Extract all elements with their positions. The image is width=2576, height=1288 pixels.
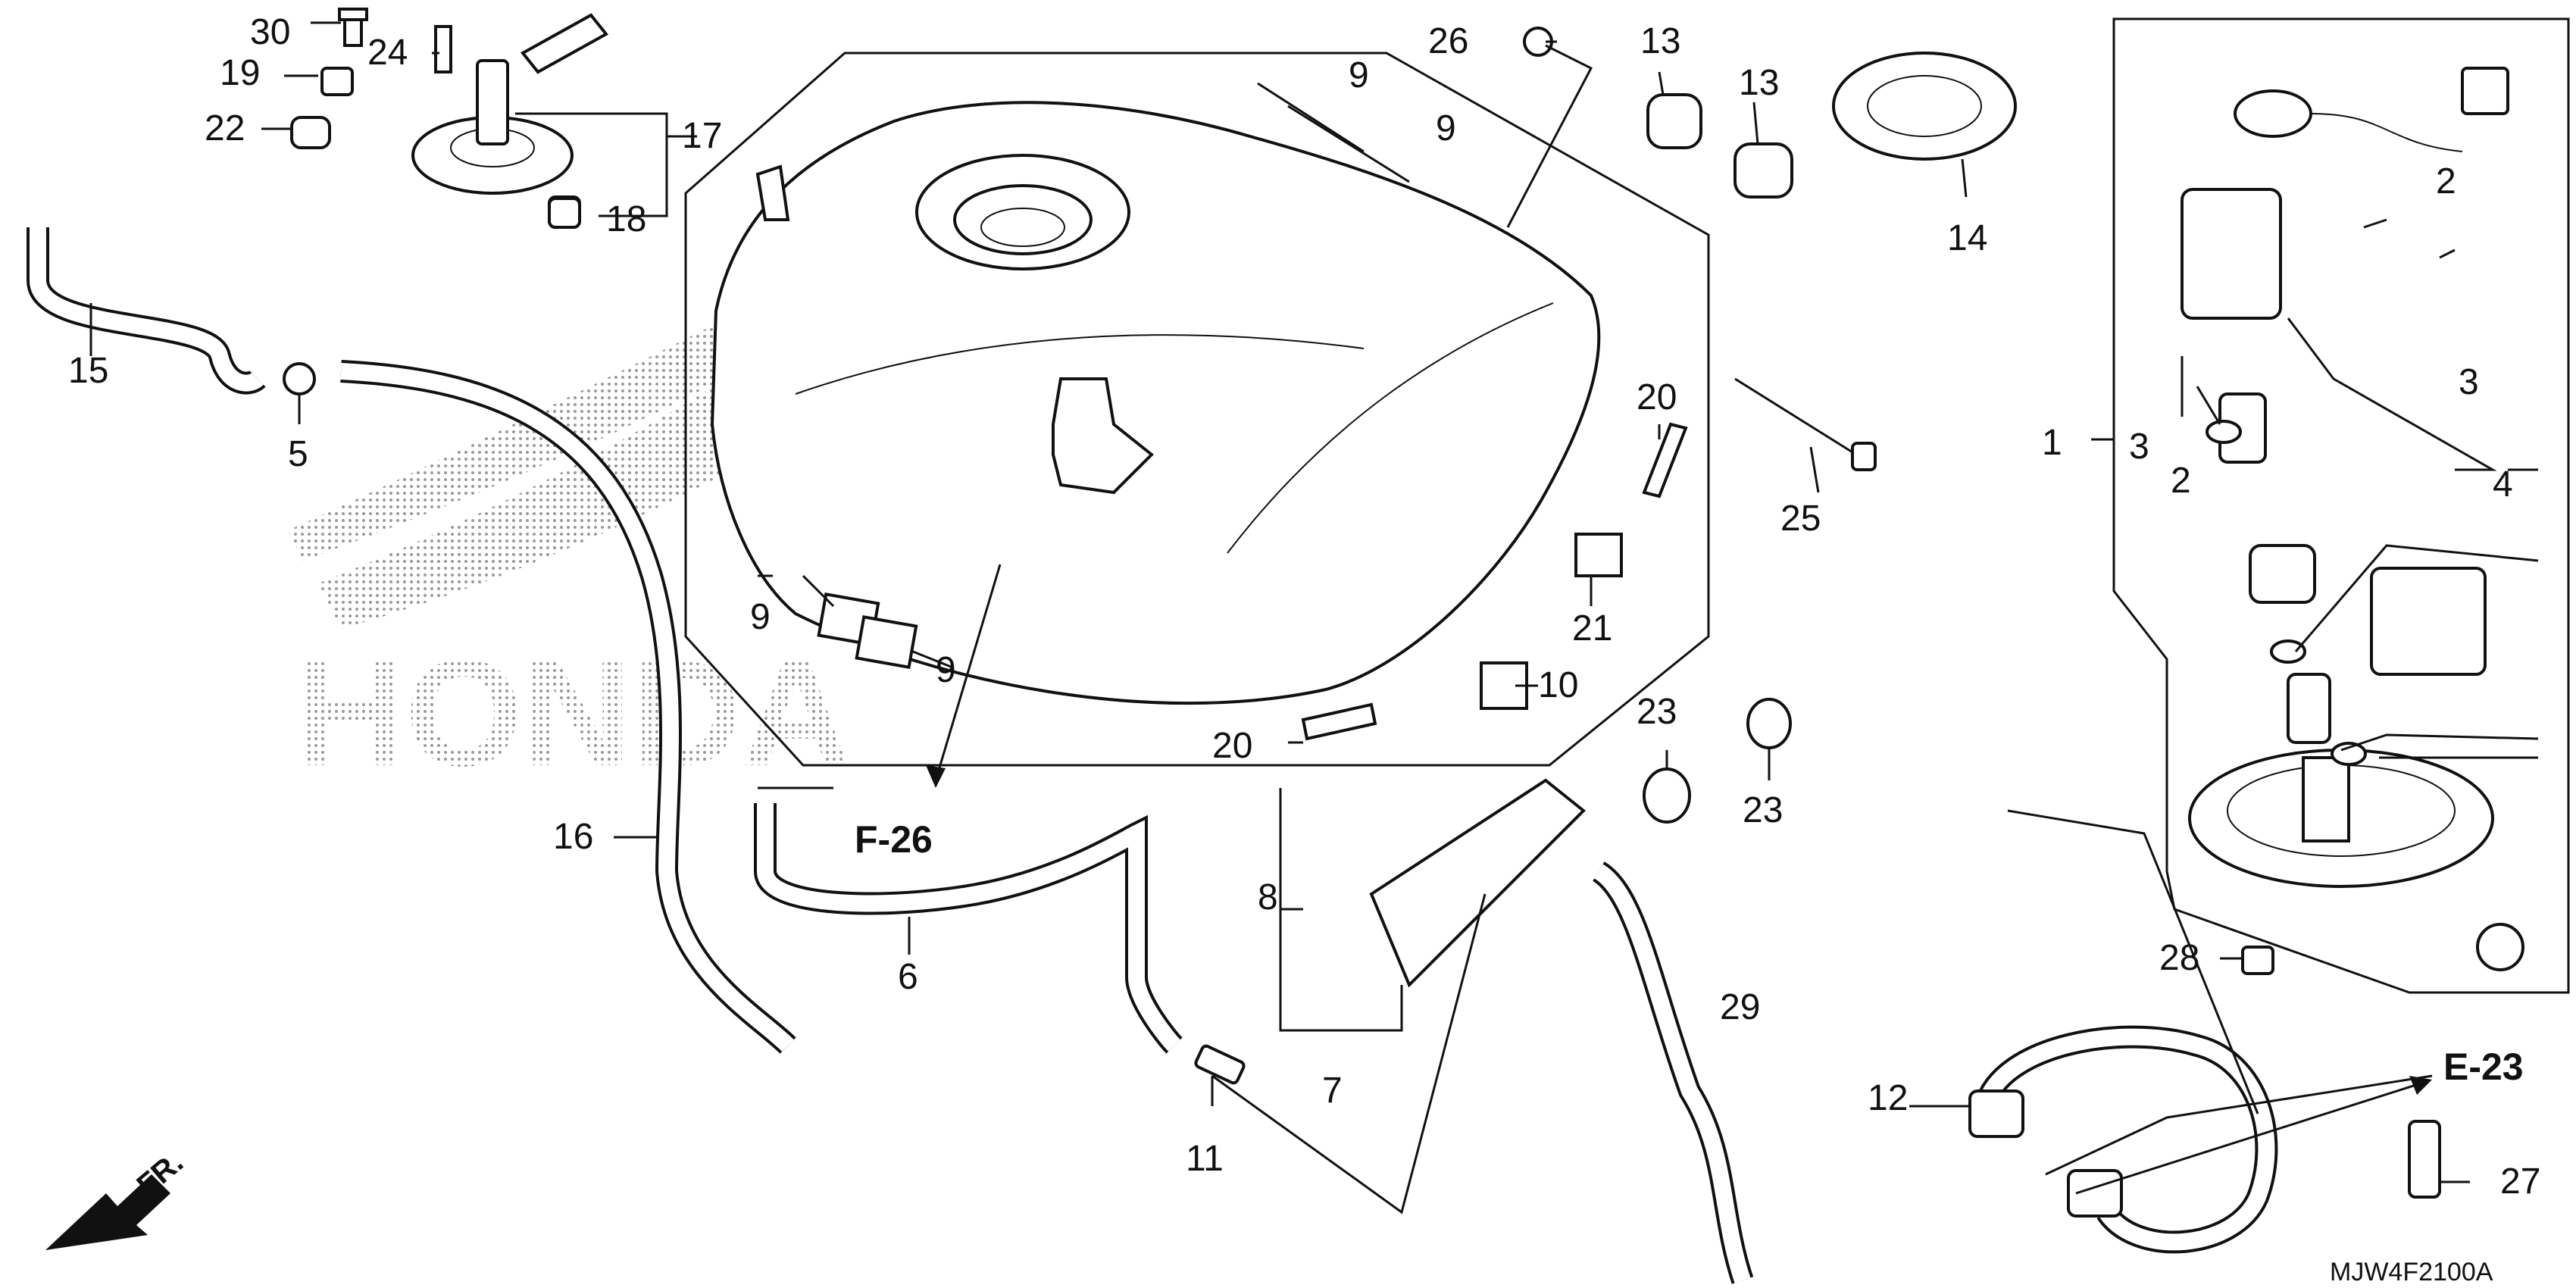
leader-lines	[89, 21, 2539, 1215]
callout-27: 27	[2500, 1161, 2540, 1202]
callout-23a: 23	[1637, 692, 1677, 732]
callout-9d: 9	[936, 650, 956, 690]
callout-17: 17	[682, 116, 722, 156]
callout-21: 21	[1572, 608, 1612, 649]
callout-25: 25	[1780, 499, 1821, 539]
callout-12: 12	[1868, 1078, 1908, 1118]
hose-fitting-5	[283, 362, 316, 395]
pump-gasket-14	[1832, 52, 2017, 161]
callout-7: 7	[1322, 1071, 1343, 1111]
ref-f26: F-26	[855, 818, 933, 861]
watermark-wing-logo	[288, 250, 924, 629]
callout-24: 24	[367, 33, 408, 73]
ref-e23: E-23	[2443, 1046, 2524, 1088]
callout-9c: 9	[750, 597, 771, 637]
callout-2b: 2	[2171, 461, 2191, 501]
cushion-13a	[1646, 93, 1702, 149]
nipple-11	[1194, 1044, 1246, 1085]
callout-6: 6	[898, 957, 918, 997]
callout-22: 22	[205, 108, 245, 148]
insulator-10	[1480, 661, 1528, 710]
callout-5: 5	[288, 434, 308, 474]
callout-20b: 20	[1212, 726, 1252, 766]
rubber-seal-20a	[1642, 422, 1688, 499]
insulator-21	[1574, 533, 1623, 577]
e23-reference-arrow	[2075, 1076, 2432, 1195]
f26-reference-arrow	[926, 564, 1002, 788]
callout-3b: 3	[2459, 362, 2479, 402]
drain-hose-29	[1592, 861, 1754, 1284]
callout-26: 26	[1428, 21, 1468, 61]
pad-9b	[855, 615, 918, 669]
callout-19: 19	[220, 53, 260, 93]
callout-8: 8	[1258, 877, 1278, 918]
cap-bolt-30	[338, 8, 368, 47]
nut-28	[2241, 946, 2274, 975]
callout-4: 4	[2493, 464, 2513, 505]
callout-13a: 13	[1640, 21, 1680, 61]
clip-27	[2408, 1120, 2441, 1199]
breather-hose-15	[27, 227, 266, 395]
fuel-pump-unit	[2181, 67, 2524, 971]
bolt-24	[434, 25, 452, 73]
callout-29: 29	[1720, 987, 1760, 1027]
diagram-code: MJW4F2100A	[2330, 1258, 2493, 1286]
callout-2a: 2	[2436, 161, 2456, 202]
callout-3a: 3	[2129, 427, 2149, 467]
filter-18	[548, 197, 581, 229]
callout-1: 1	[2042, 423, 2062, 463]
side-cover-7-8	[1369, 778, 1586, 988]
grommet-23a	[1643, 767, 1691, 824]
callout-28: 28	[2159, 938, 2199, 978]
drain-hose-16	[340, 360, 796, 1054]
fuel-tank-body	[710, 101, 1601, 705]
grommet-22	[290, 116, 331, 149]
callout-9b: 9	[1436, 108, 1456, 148]
callout-20a: 20	[1637, 377, 1677, 417]
collar-19	[320, 67, 354, 96]
callout-11: 11	[1186, 1139, 1224, 1179]
callout-18: 18	[606, 199, 646, 239]
grommet-23b	[1746, 698, 1792, 749]
callout-30: 30	[250, 12, 290, 52]
callout-10: 10	[1538, 665, 1578, 705]
watermark-text: HONDA	[295, 629, 851, 798]
callout-16: 16	[553, 817, 593, 857]
callout-9a: 9	[1349, 55, 1369, 95]
callout-13b: 13	[1739, 63, 1779, 103]
callout-14: 14	[1947, 218, 1987, 258]
breather-hose-6	[754, 803, 1183, 1054]
tank-assembly-outline	[684, 52, 1710, 767]
front-direction-arrow	[45, 1174, 170, 1250]
rubber-seal-20b	[1301, 702, 1377, 741]
cushion-13b	[1733, 142, 1793, 199]
mounting-bolt-25	[1734, 377, 1877, 471]
callout-23b: 23	[1743, 790, 1783, 830]
callout-15: 15	[68, 351, 108, 391]
